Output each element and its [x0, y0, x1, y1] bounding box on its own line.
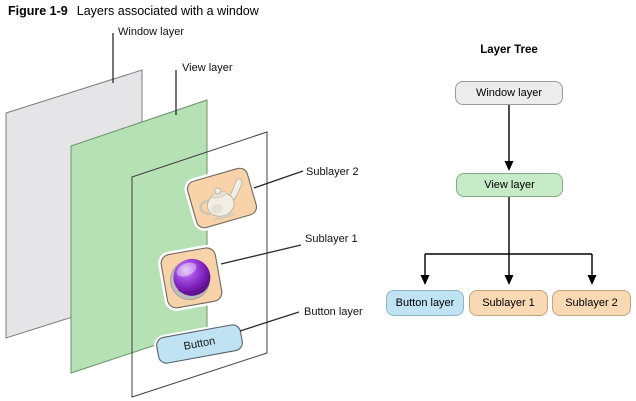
button-layer-label: Button layer: [304, 306, 363, 318]
sublayer1-label: Sublayer 1: [305, 233, 358, 245]
sublayer2-tile: [184, 165, 260, 231]
sublayer1-tile: [158, 244, 225, 311]
arrowhead-icon: [504, 161, 514, 171]
teapot-icon: [199, 178, 243, 221]
tree-node-sublayer-2: Sublayer 2: [552, 290, 631, 316]
tree-node-sublayer-1: Sublayer 1: [469, 290, 548, 316]
tree-connectors: [420, 105, 597, 285]
view-layer-label: View layer: [182, 62, 233, 74]
sublayer2-label: Sublayer 2: [306, 166, 359, 178]
window-layer-label: Window layer: [118, 26, 185, 38]
figure-title: Figure 1-9 Layers associated with a windo…: [8, 4, 259, 18]
tree-node-view-layer: View layer: [456, 173, 563, 197]
content-plane: [131, 131, 268, 398]
layer-tree-title: Layer Tree: [480, 44, 538, 56]
button-layer-leader: [239, 311, 300, 332]
arrowhead-icon: [587, 275, 597, 285]
button-box: [156, 324, 243, 364]
sublayer1-leader: [220, 244, 302, 265]
tree-node-button-layer: Button layer: [386, 290, 464, 316]
arrowhead-icon: [504, 275, 514, 285]
leader-lines: [112, 33, 304, 332]
tree-node-window-layer: Window layer: [455, 81, 563, 105]
button-shape: [154, 322, 245, 366]
figure-caption: Layers associated with a window: [76, 4, 259, 18]
sublayer2-leader: [253, 170, 304, 189]
figure-number: Figure 1-9: [8, 4, 68, 18]
arrowhead-icon: [420, 275, 430, 285]
purple-sphere-icon: [170, 258, 211, 301]
